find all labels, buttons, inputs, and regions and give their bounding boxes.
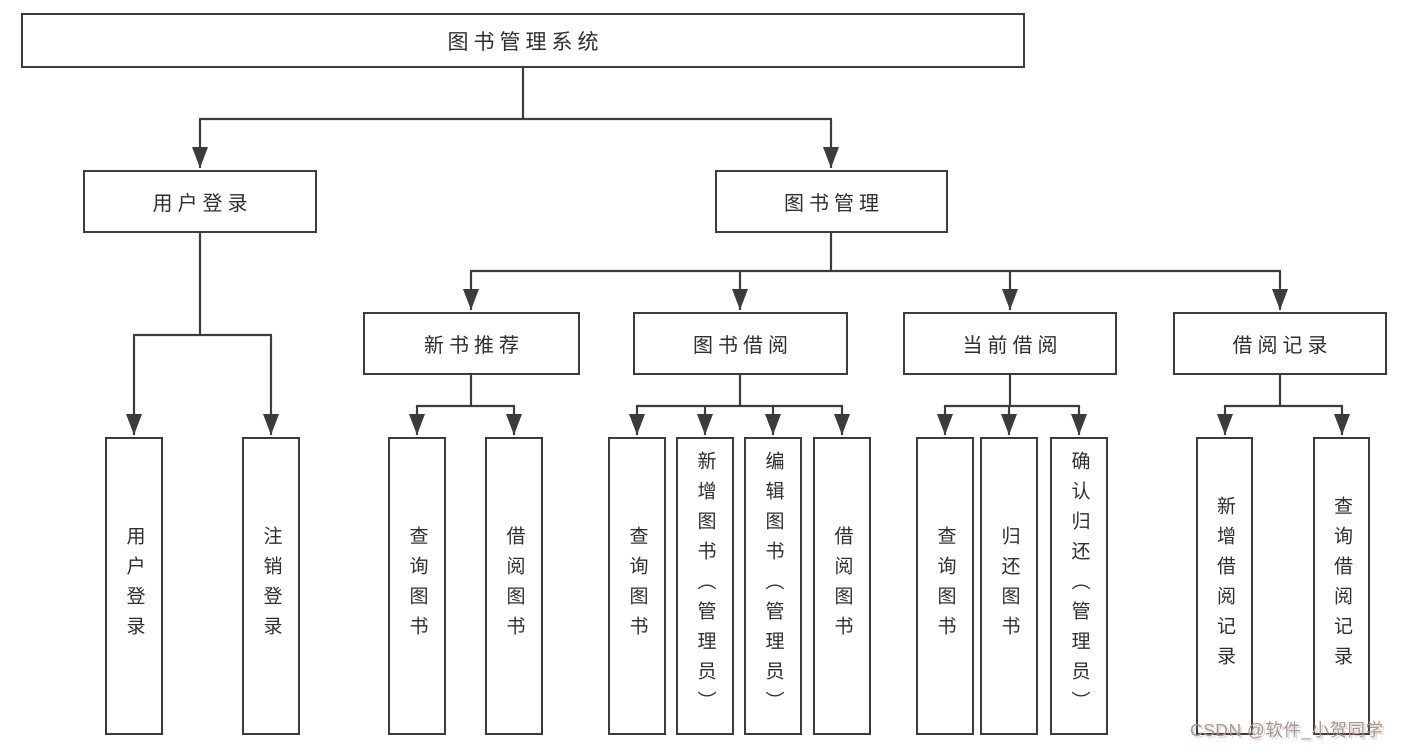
node-borrowing-records: 借阅记录 bbox=[1173, 312, 1387, 375]
leaf-confirm-return-admin: 确认归还（管理员） bbox=[1050, 437, 1108, 735]
node-library-management-system: 图书管理系统 bbox=[21, 13, 1025, 68]
leaf-current-query-books: 查询图书 bbox=[916, 437, 974, 735]
leaf-edit-books-admin: 编辑图书（管理员） bbox=[744, 437, 802, 735]
node-label: 确认归还（管理员） bbox=[1068, 451, 1090, 721]
node-label: 图书管理系统 bbox=[447, 30, 604, 54]
node-label: 编辑图书（管理员） bbox=[762, 451, 784, 721]
node-label: 归还图书 bbox=[998, 526, 1020, 646]
node-label: 用户登录 bbox=[123, 526, 145, 646]
node-label: 用户登录 bbox=[152, 193, 253, 215]
node-new-book-recommendation: 新书推荐 bbox=[363, 312, 580, 375]
node-label: 查询借阅记录 bbox=[1331, 496, 1352, 676]
node-label: 查询图书 bbox=[626, 526, 648, 646]
leaf-recommend-borrow-books: 借阅图书 bbox=[485, 437, 543, 735]
leaf-borrowing-query-books: 查询图书 bbox=[608, 437, 666, 735]
node-label: 借阅图书 bbox=[503, 526, 525, 646]
node-label: 新书推荐 bbox=[424, 335, 524, 357]
node-label: 新增图书（管理员） bbox=[694, 451, 716, 721]
node-label: 借阅记录 bbox=[1232, 335, 1333, 357]
leaf-recommend-query-books: 查询图书 bbox=[388, 437, 446, 735]
leaf-add-borrow-record: 新增借阅记录 bbox=[1196, 437, 1253, 735]
leaf-add-books-admin: 新增图书（管理员） bbox=[676, 437, 734, 735]
node-label: 当前借阅 bbox=[962, 335, 1063, 357]
node-current-borrowing: 当前借阅 bbox=[903, 312, 1117, 375]
node-label: 借阅图书 bbox=[831, 526, 853, 646]
node-label: 新增借阅记录 bbox=[1214, 496, 1235, 676]
node-user-login-branch: 用户登录 bbox=[83, 170, 317, 233]
node-label: 注销登录 bbox=[260, 526, 282, 646]
node-label: 图书借阅 bbox=[693, 335, 793, 357]
node-book-borrowing: 图书借阅 bbox=[633, 312, 848, 375]
leaf-return-books: 归还图书 bbox=[980, 437, 1038, 735]
node-label: 图书管理 bbox=[784, 193, 884, 215]
leaf-query-borrow-records: 查询借阅记录 bbox=[1313, 437, 1370, 735]
leaf-user-login: 用户登录 bbox=[105, 437, 163, 735]
node-label: 查询图书 bbox=[406, 526, 428, 646]
leaf-borrow-books: 借阅图书 bbox=[813, 437, 871, 735]
leaf-logout: 注销登录 bbox=[242, 437, 300, 735]
node-label: 查询图书 bbox=[934, 526, 956, 646]
csdn-watermark: CSDN @软件_小贺同学 bbox=[1190, 720, 1384, 740]
node-book-management: 图书管理 bbox=[715, 170, 948, 233]
